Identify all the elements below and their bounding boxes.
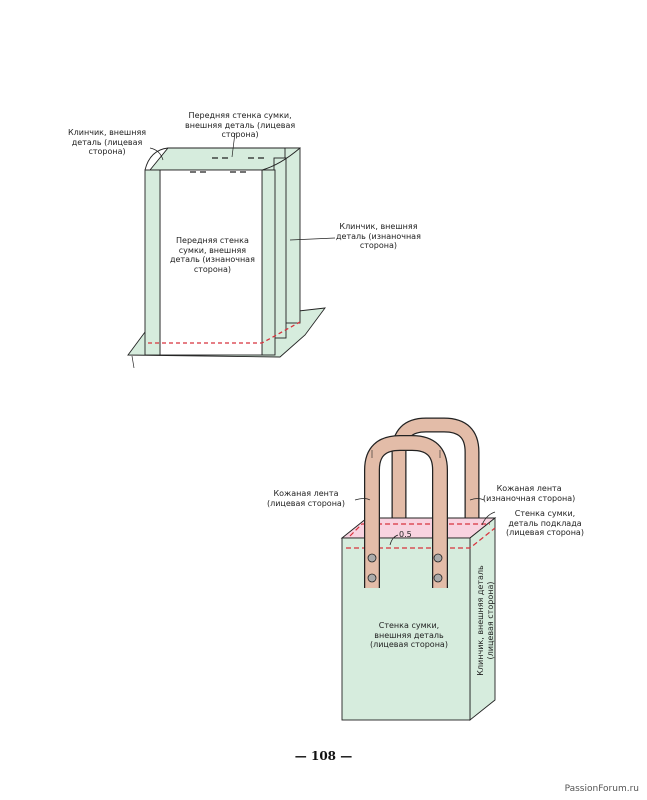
right-gusset-strip — [261, 169, 276, 356]
label-leather-right-side: Кожаная лента(лицевая сторона) — [267, 489, 345, 508]
page-number: — 108 — — [294, 749, 353, 763]
back-gusset-strip — [284, 147, 301, 324]
rivet — [433, 553, 443, 563]
bag-assembly-diagram-2 — [340, 417, 497, 721]
front-panel — [159, 169, 263, 356]
right-gusset-strip-2 — [273, 157, 287, 339]
watermark: PassionForum.ru — [564, 784, 639, 794]
outer-wall — [341, 537, 471, 721]
rivet — [433, 573, 443, 583]
label-outer-wall: Стенка сумки,внешняя деталь(лицевая стор… — [370, 621, 448, 649]
rivet — [367, 573, 377, 583]
seam-line — [148, 321, 301, 344]
label-front-right-side: Передняя стенка сумки,внешняя деталь (ли… — [185, 111, 296, 139]
label-lining: Стенка сумки,деталь подклада(лицевая сто… — [506, 509, 584, 537]
left-gusset-strip — [144, 169, 161, 356]
label-leather-wrong-side: Кожаная лента(изнаночная сторона) — [483, 484, 576, 503]
label-gusset: Клинчик, внешняя деталь(лицевая сторона) — [475, 565, 495, 676]
label-seam-allowance: 0.5 — [399, 530, 412, 539]
rivet — [367, 553, 377, 563]
